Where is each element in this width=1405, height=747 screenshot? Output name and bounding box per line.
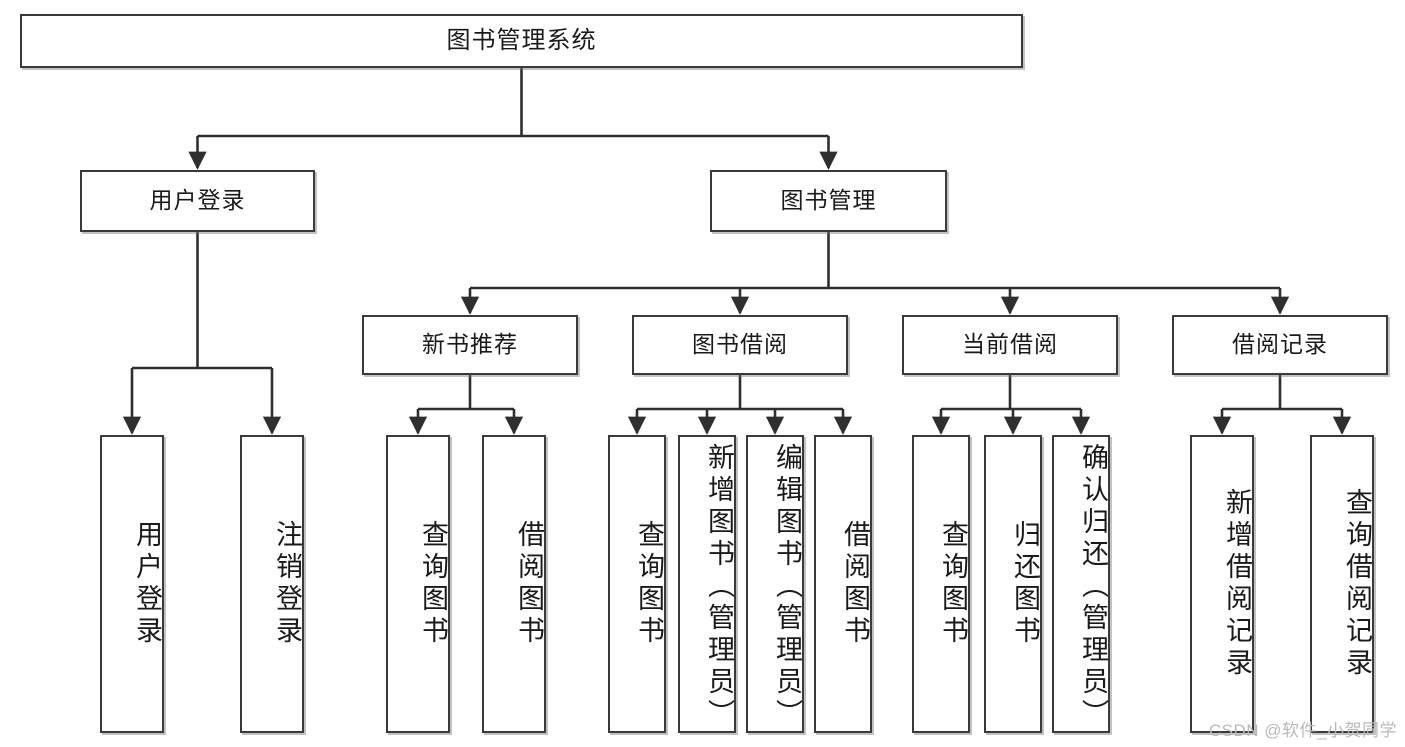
leaf-query-book-current-label: 查询图书 <box>938 520 968 648</box>
node-new-book-recommend-label: 新书推荐 <box>422 331 518 358</box>
node-loan-record[interactable]: 借阅记录 <box>1172 315 1388 375</box>
watermark: CSDN @软件_小贺同学 <box>1208 721 1397 740</box>
node-book-borrow-label: 图书借阅 <box>692 331 788 358</box>
leaf-query-book-current[interactable]: 查询图书 <box>912 435 970 733</box>
node-user-login-label: 用户登录 <box>149 187 246 214</box>
leaf-add-loan-record-label: 新增借阅记录 <box>1222 488 1252 680</box>
leaf-confirm-return-label: 确认归还（管理员） <box>1078 443 1108 731</box>
leaf-return-book[interactable]: 归还图书 <box>984 435 1042 733</box>
leaf-borrow-book[interactable]: 借阅图书 <box>814 435 872 733</box>
leaf-edit-book-label: 编辑图书（管理员） <box>772 443 802 731</box>
leaf-logout[interactable]: 注销登录 <box>240 435 304 733</box>
leaf-query-book-recommend[interactable]: 查询图书 <box>386 435 450 733</box>
leaf-add-book-label: 新增图书（管理员） <box>704 443 734 731</box>
leaf-confirm-return[interactable]: 确认归还（管理员） <box>1052 435 1110 733</box>
leaf-borrow-book-label: 借阅图书 <box>840 520 870 648</box>
leaf-query-loan-record-label: 查询借阅记录 <box>1342 488 1372 680</box>
node-book-management-label: 图书管理 <box>780 187 877 214</box>
leaf-logout-label: 注销登录 <box>272 520 302 648</box>
node-new-book-recommend[interactable]: 新书推荐 <box>362 315 578 375</box>
leaf-query-book-borrow[interactable]: 查询图书 <box>608 435 666 733</box>
leaf-add-book[interactable]: 新增图书（管理员） <box>678 435 736 733</box>
node-loan-record-label: 借阅记录 <box>1232 331 1328 358</box>
leaf-edit-book[interactable]: 编辑图书（管理员） <box>746 435 804 733</box>
node-root-label: 图书管理系统 <box>446 26 597 54</box>
leaf-query-book-recommend-label: 查询图书 <box>418 520 448 648</box>
leaf-return-book-label: 归还图书 <box>1010 520 1040 648</box>
node-book-management[interactable]: 图书管理 <box>710 170 947 232</box>
leaf-add-loan-record[interactable]: 新增借阅记录 <box>1190 435 1254 733</box>
leaf-user-login-label: 用户登录 <box>132 520 162 648</box>
leaf-query-book-borrow-label: 查询图书 <box>634 520 664 648</box>
leaf-borrow-book-recommend[interactable]: 借阅图书 <box>482 435 546 733</box>
leaf-query-loan-record[interactable]: 查询借阅记录 <box>1310 435 1374 733</box>
node-root[interactable]: 图书管理系统 <box>20 14 1023 68</box>
node-current-loan-label: 当前借阅 <box>962 331 1058 358</box>
node-book-borrow[interactable]: 图书借阅 <box>632 315 848 375</box>
node-current-loan[interactable]: 当前借阅 <box>902 315 1118 375</box>
leaf-borrow-book-recommend-label: 借阅图书 <box>514 520 544 648</box>
leaf-user-login[interactable]: 用户登录 <box>100 435 164 733</box>
node-user-login[interactable]: 用户登录 <box>80 170 315 232</box>
